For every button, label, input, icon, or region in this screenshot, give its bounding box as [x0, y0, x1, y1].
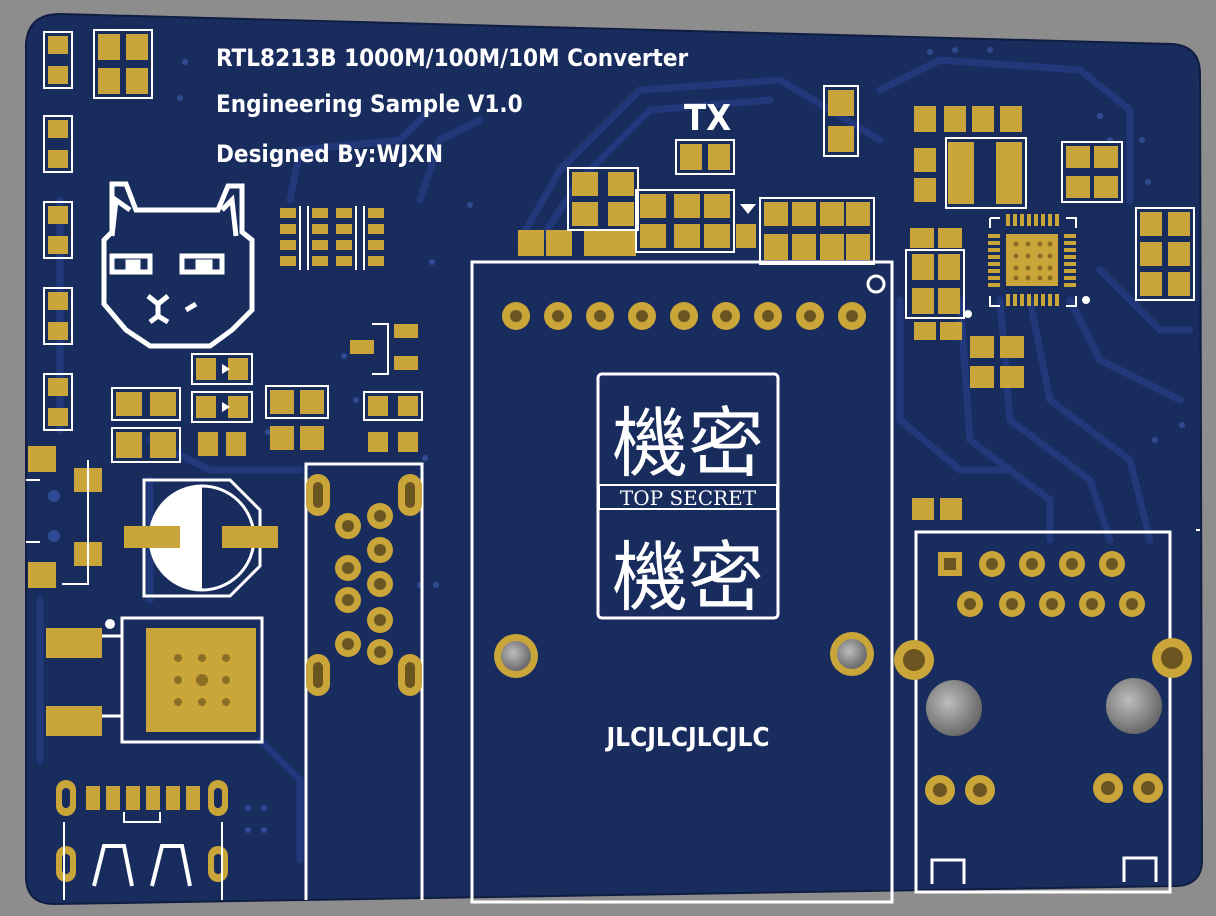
left-edge-capacitors: [43, 31, 73, 431]
top-secret-band: TOP SECRET: [620, 486, 757, 510]
pin-header-connector: [304, 462, 424, 900]
top-right-silk: [905, 137, 1195, 319]
top-middle-silk-outlines: [567, 85, 875, 265]
vias: [177, 47, 1185, 833]
secret-module: [470, 260, 894, 904]
voltage-regulator: [46, 616, 264, 744]
board-title-line3: Designed By:WJXN: [216, 140, 443, 168]
secret-kanji-bottom: 機密: [612, 533, 764, 622]
vendor-mark: JLCJLCJLCJLC: [604, 723, 769, 753]
top-left-resistor-array: [93, 29, 153, 99]
silk-dots: [964, 296, 1090, 318]
top-middle-passives: [518, 90, 870, 260]
cat-logo: [101, 181, 255, 349]
board-title-line1: RTL8213B 1000M/100M/10M Converter: [216, 44, 688, 72]
electrolytic-capacitor: [124, 478, 278, 598]
middle-left-components: [111, 323, 423, 463]
usb-connector: [56, 780, 228, 900]
resistor-networks: [280, 206, 384, 270]
board-title-line2: Engineering Sample V1.0: [216, 90, 523, 118]
top-right-passives: [910, 106, 1190, 520]
secret-kanji-top: 機密: [612, 399, 764, 488]
rj45-jack: [894, 530, 1192, 894]
left-switch-footprint: [26, 446, 102, 588]
top-secret-stamp: 機密 TOP SECRET 機密: [596, 372, 780, 622]
polarity-mark: [740, 204, 756, 214]
ethernet-phy-chip: [988, 214, 1077, 307]
tx-label: TX: [684, 98, 731, 139]
